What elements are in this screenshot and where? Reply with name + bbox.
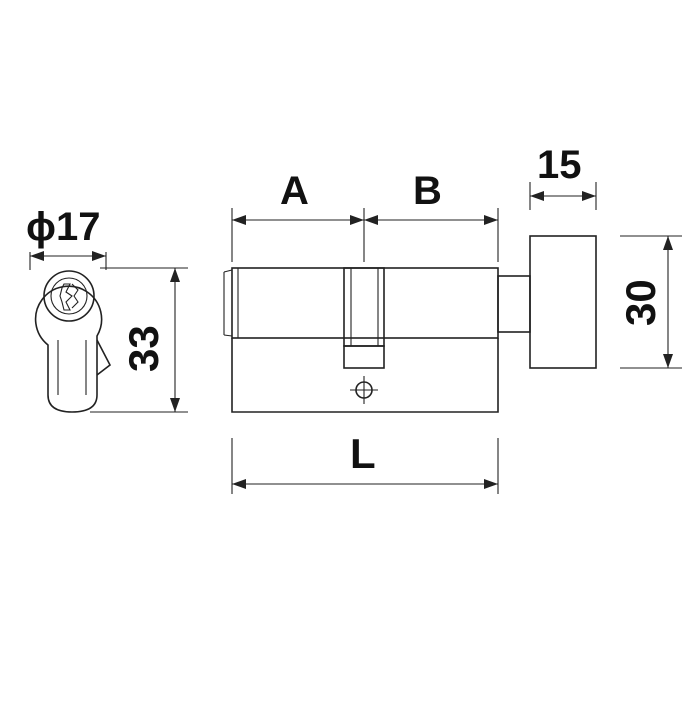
knob-shaft [497, 275, 531, 333]
l-arrow-left [232, 479, 246, 489]
end-face-edges [223, 269, 233, 337]
cylinder-upper [231, 267, 499, 339]
a-arrow-left [232, 215, 246, 225]
knob-height-label: 30 [617, 279, 664, 326]
h33-arrow-bottom [170, 398, 180, 412]
h30-arrow-bottom [663, 354, 673, 368]
profile-plug-inner [50, 277, 88, 315]
cam-tab [343, 345, 385, 369]
profile-outline [34, 285, 103, 413]
cylinder-lower [231, 338, 499, 413]
thumb-turn-knob [529, 235, 597, 369]
profile-view: ϕ17 33 [26, 205, 188, 413]
w15-arrow-right [582, 191, 596, 201]
keyway-icon [59, 283, 73, 311]
h30-arrow-top [663, 236, 673, 250]
profile-cam [96, 339, 112, 376]
knob-width-label: 15 [537, 143, 582, 187]
profile-plug-circle [43, 270, 95, 322]
w15-arrow-left [530, 191, 544, 201]
l-arrow-right [484, 479, 498, 489]
a-arrow-right [350, 215, 364, 225]
dia-arrow-left [30, 251, 44, 261]
dia-arrow-right [92, 251, 106, 261]
front-view [223, 235, 597, 413]
height-33-label: 33 [120, 325, 167, 372]
dim-b-label: B [413, 169, 442, 213]
dim-total-label: L [350, 430, 376, 477]
front-dimensions: A B 15 30 L [231, 143, 682, 494]
keyway-detail [71, 283, 79, 309]
dim-a-label: A [280, 169, 309, 213]
h33-arrow-top [170, 268, 180, 282]
b-arrow-left [364, 215, 378, 225]
b-arrow-right [484, 215, 498, 225]
diameter-label: ϕ17 [26, 205, 100, 249]
